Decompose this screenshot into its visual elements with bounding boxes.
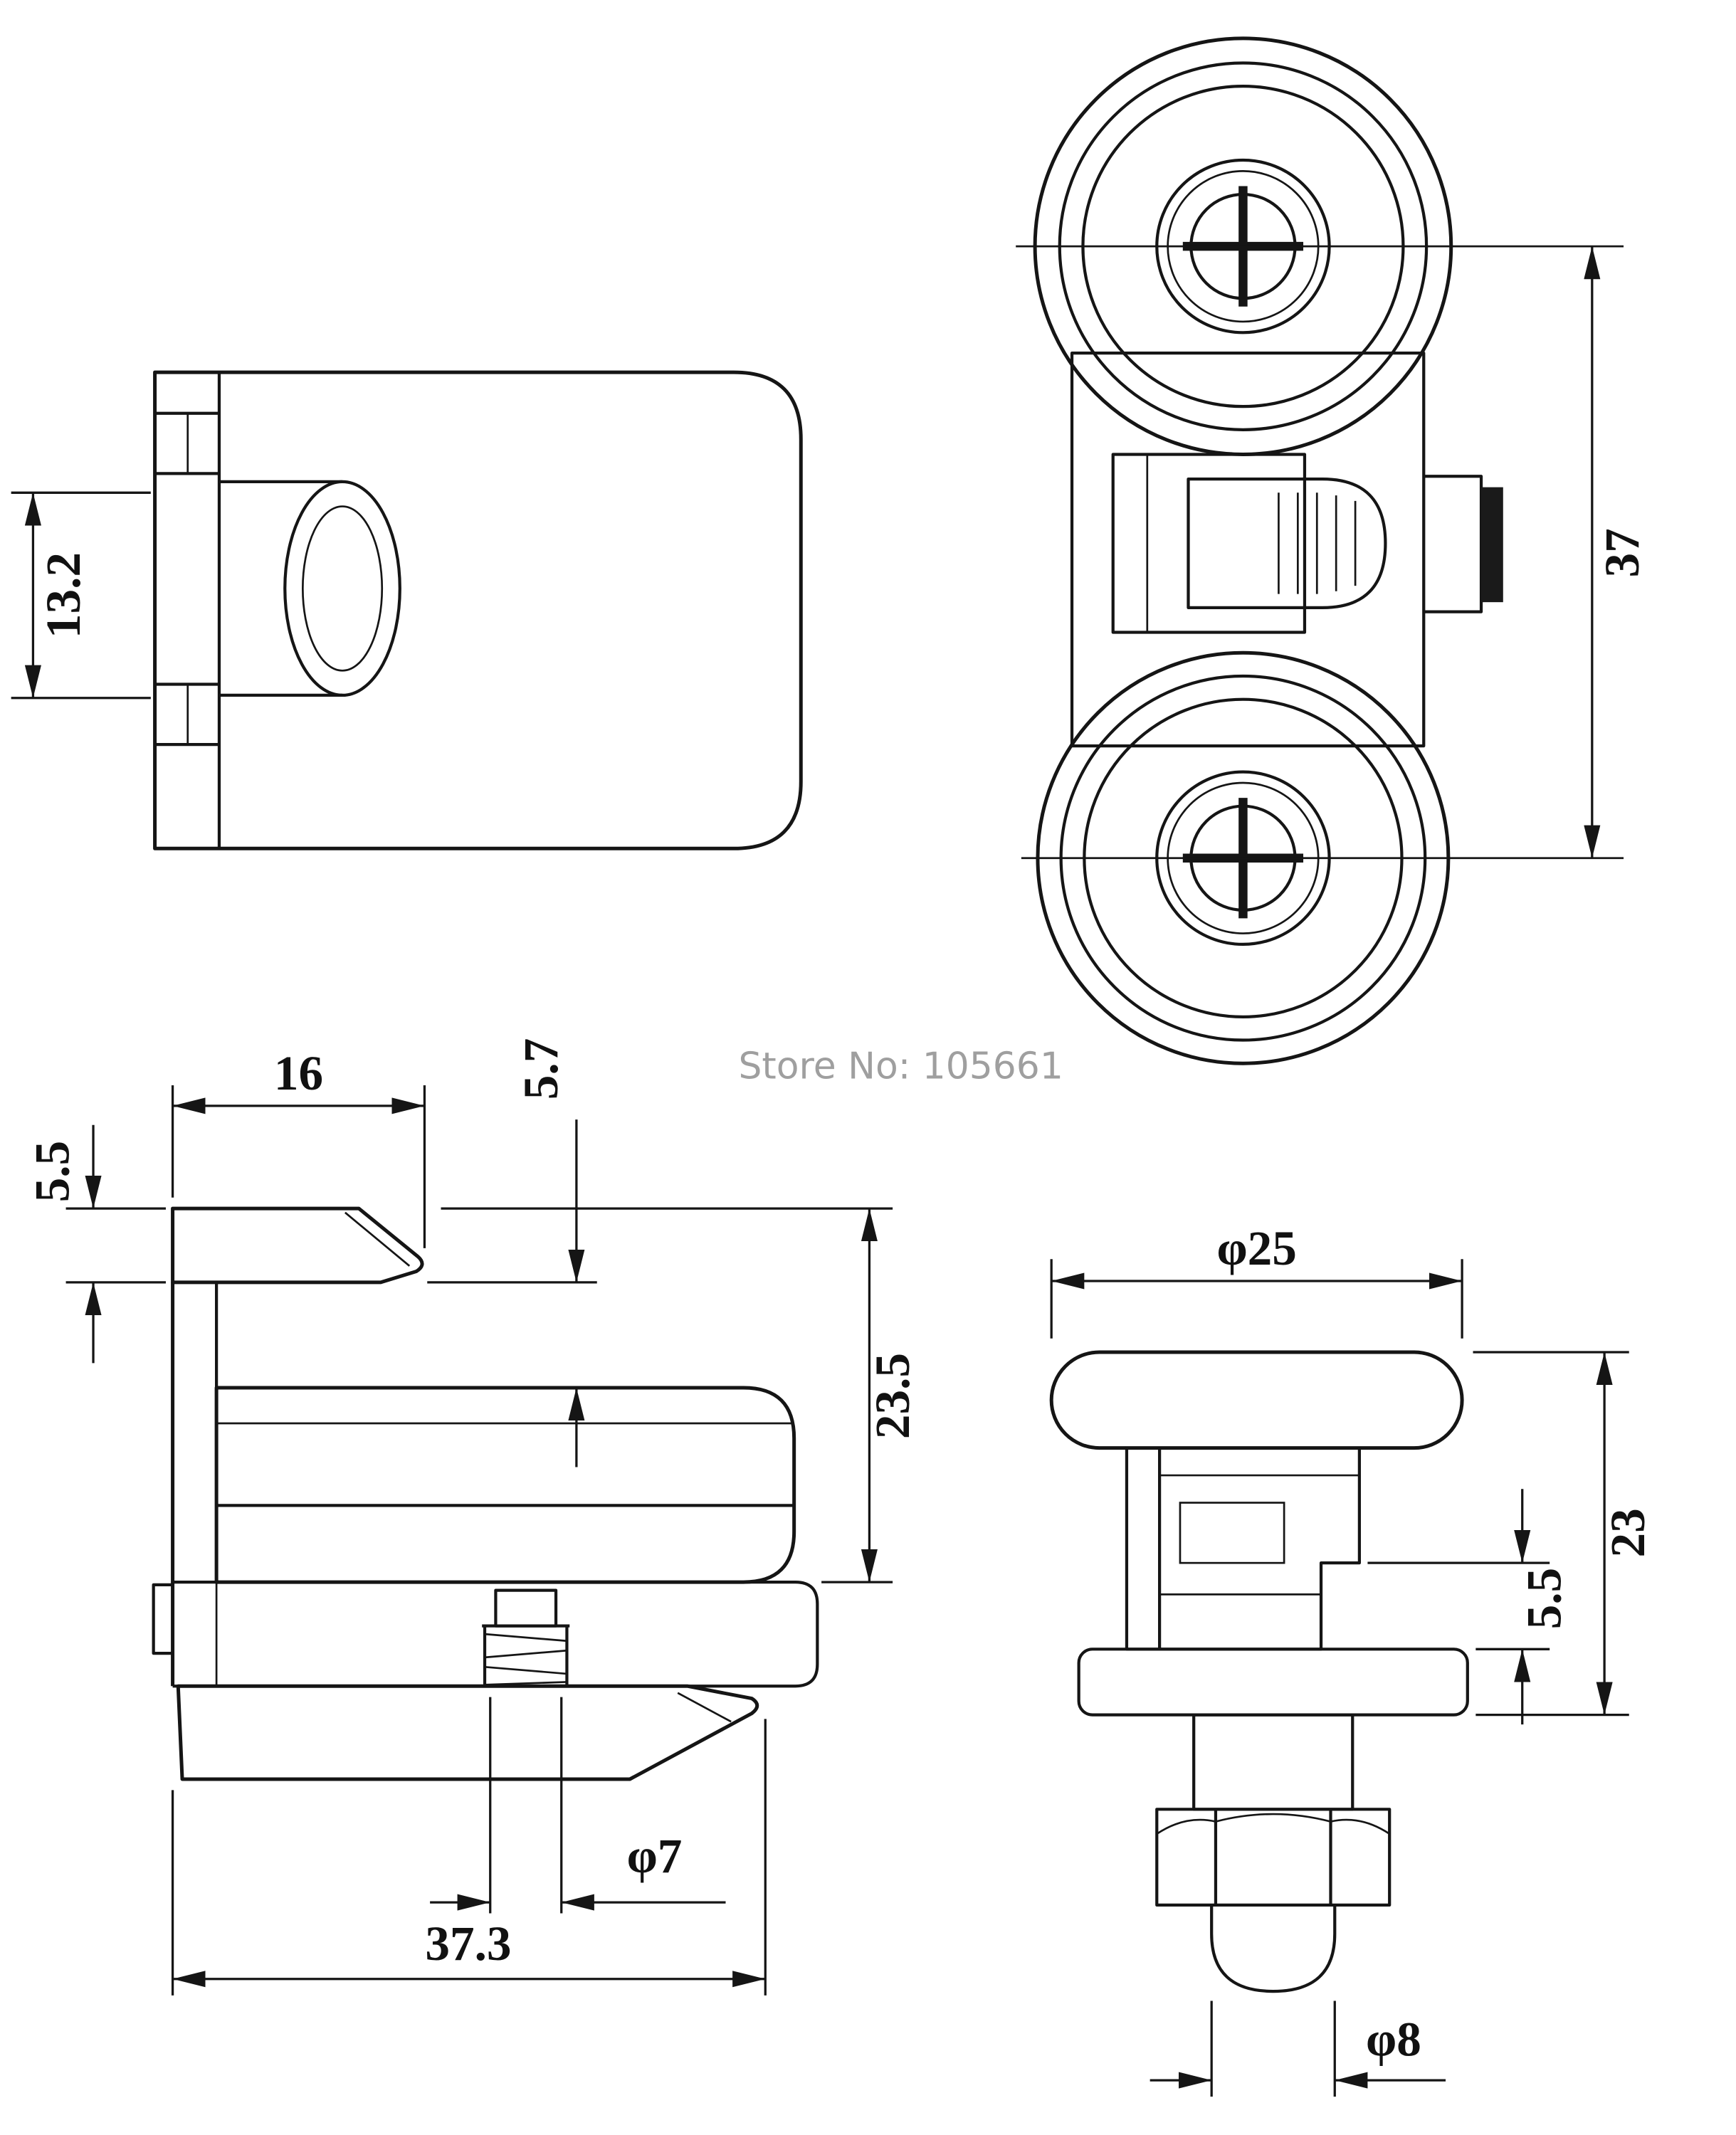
dim-37-3: 37.3 <box>171 1719 767 1996</box>
dim-23-label: 23 <box>1600 1508 1655 1557</box>
dim-37: 37 <box>1584 246 1649 858</box>
section-bottom-jaw <box>176 1684 759 1781</box>
store-watermark: Store No: 105661 <box>738 1045 1063 1087</box>
dim-dia-7-label: φ7 <box>627 1828 683 1883</box>
dim-dia-25-label: φ25 <box>1216 1221 1296 1275</box>
section-top-jaw <box>171 1206 424 1285</box>
dim-23-5: 23.5 <box>441 1207 920 1583</box>
side-bracket <box>1125 1446 1361 1651</box>
dim-16-label: 16 <box>274 1045 323 1100</box>
side-dome-tip <box>1210 1904 1337 1993</box>
section-base-plate <box>172 1580 819 1688</box>
dim-5-5-right-label: 5.5 <box>1517 1568 1572 1630</box>
dim-13-2: 13.2 <box>11 491 151 700</box>
dim-23-5-label: 23.5 <box>865 1353 920 1439</box>
dim-37-3-label: 37.3 <box>425 1916 511 1971</box>
adjuster-screw <box>1187 477 1387 609</box>
dim-37-label: 37 <box>1594 528 1649 577</box>
clamp-side-pin-end <box>219 480 401 697</box>
dim-dia-7: φ7 <box>430 1697 726 1914</box>
side-hex-nut <box>1155 1808 1392 1907</box>
dim-23: 23 <box>1473 1351 1655 1717</box>
dim-5-5-right: 5.5 <box>1367 1489 1572 1725</box>
view-clamp-section: 16 5.5 5.7 23.5 φ7 <box>24 1038 920 1996</box>
roller-wheel-top <box>1016 36 1624 456</box>
roller-wheel-bottom <box>1021 650 1624 1065</box>
section-body-block <box>214 1386 796 1584</box>
view-roller-side: φ25 23 5.5 φ8 <box>1049 1221 1655 2097</box>
dim-5-5-left-label: 5.5 <box>24 1141 79 1203</box>
side-wheel <box>1049 1350 1464 1450</box>
view-roller-front: 37 <box>1016 36 1649 1065</box>
screw-threads <box>1278 492 1357 594</box>
adjuster-tip <box>1481 487 1503 603</box>
view-clamp-side: 13.2 <box>11 370 803 850</box>
dim-5-5-left: 5.5 <box>24 1124 166 1364</box>
clamp-side-body <box>153 370 803 850</box>
side-mount-plate <box>1077 1648 1469 1717</box>
dim-16: 16 <box>171 1045 426 1248</box>
roller-bracket <box>1070 352 1503 748</box>
dim-dia-8: φ8 <box>1150 2000 1446 2097</box>
section-back-plate <box>152 1282 219 1687</box>
dim-dia-8-label: φ8 <box>1366 2011 1421 2066</box>
side-stem <box>1192 1713 1354 1811</box>
dim-5-7-label: 5.7 <box>513 1038 568 1100</box>
set-screw <box>482 1588 570 1687</box>
dim-5-7: 5.7 <box>427 1038 597 1467</box>
dim-13-2-label: 13.2 <box>36 552 90 638</box>
dim-dia-25: φ25 <box>1050 1221 1463 1339</box>
